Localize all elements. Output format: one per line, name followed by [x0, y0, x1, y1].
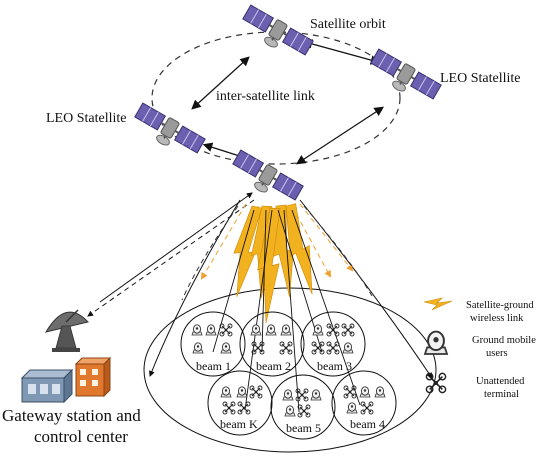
legend-drone-line2: terminal	[484, 389, 519, 400]
satellite-left-icon	[128, 101, 207, 163]
satellite-right-icon	[364, 47, 443, 109]
lightning-icon	[423, 297, 453, 311]
beam-label-2: beam 2	[256, 359, 291, 373]
legend-user-line2: users	[486, 348, 508, 359]
beam-label-4: beam 4	[350, 417, 385, 431]
isl-top-right	[302, 39, 381, 65]
satellite-bottom-icon	[226, 148, 305, 210]
legend-link-line1: Satellite-ground	[466, 300, 534, 311]
beam-cell-1	[180, 311, 246, 377]
legend: Satellite-ground wireless link Ground mo…	[423, 297, 536, 400]
beam-cell-2	[239, 311, 305, 377]
ground-mobile-user-icon	[423, 330, 449, 356]
satellite-dish-icon	[44, 309, 89, 352]
beam-edges	[149, 199, 433, 379]
beam-label-5: beam 5	[286, 421, 321, 435]
beam-cell-4	[331, 370, 397, 436]
leo-satellite-left-label: LEO Statellite	[46, 111, 126, 126]
beam-label-3: beam 3	[317, 359, 352, 373]
satellite-orbit-ring	[151, 31, 401, 165]
isl-right-bottom	[295, 106, 385, 165]
legend-link-line2: wireless link	[470, 313, 524, 324]
beam-cell-5	[270, 374, 336, 440]
beam-pointer-lines	[212, 209, 361, 413]
satellite-orbit-label: Satellite orbit	[310, 17, 386, 32]
beam-label-k: beam K	[220, 417, 258, 431]
isl-top-left	[191, 56, 250, 110]
beam-label-1: beam 1	[196, 359, 231, 373]
legend-user-line1: Ground mobile	[472, 335, 536, 346]
beam-cell-k	[207, 370, 273, 436]
gateway-satellite-links	[87, 192, 255, 317]
legend-drone-line1: Unattended	[476, 376, 525, 387]
building-icon	[74, 356, 112, 398]
beam-cells	[180, 311, 397, 440]
control-station-icon	[20, 368, 74, 404]
inter-satellite-link-label: inter-satellite link	[216, 89, 315, 104]
gateway-label-line1: Gateway station and	[2, 406, 141, 425]
satellite-ground-beams	[224, 202, 322, 325]
leo-satellite-right-label: LEO Statellite	[440, 71, 520, 86]
gateway-label-line2: control center	[34, 427, 128, 446]
beam-cell-3	[300, 311, 366, 377]
